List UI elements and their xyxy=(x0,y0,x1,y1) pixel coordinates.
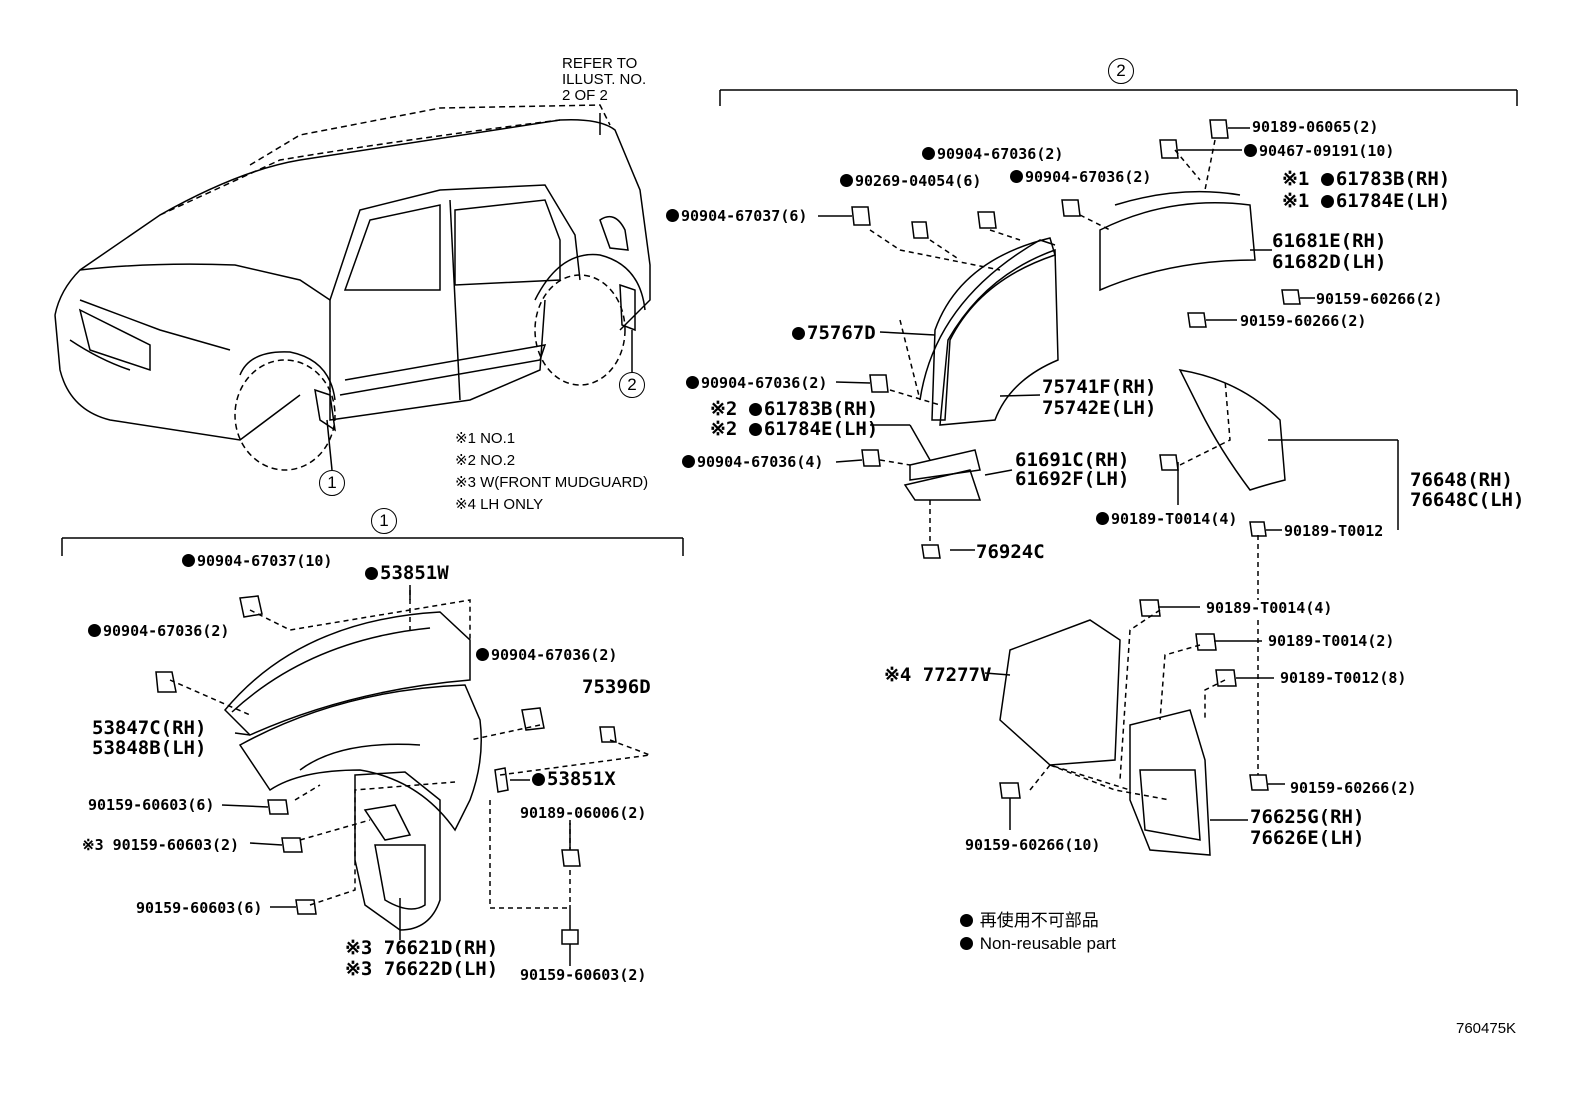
legend-en: Non-reusable part xyxy=(960,935,1116,953)
part-label[interactable]: 75767D xyxy=(792,322,876,344)
non-reusable-dot-icon xyxy=(682,455,695,468)
part-label[interactable]: 90904-67036(2) xyxy=(88,622,229,640)
non-reusable-dot-icon xyxy=(1244,144,1257,157)
non-reusable-dot-icon xyxy=(748,423,762,436)
part-label[interactable]: 90904-67037(6) xyxy=(666,207,807,225)
legend-ja: 再使用不可部品 xyxy=(960,912,1099,930)
callout-2-vehicle: 2 xyxy=(619,372,645,398)
part-label[interactable]: 75741F(RH) xyxy=(1042,376,1157,398)
part-label[interactable]: 76626E(LH) xyxy=(1250,827,1365,849)
non-reusable-dot-icon xyxy=(686,376,699,389)
part-label[interactable]: 61691C(RH) xyxy=(1015,449,1130,471)
part-label[interactable]: 76625G(RH) xyxy=(1250,806,1365,828)
part-label[interactable]: 75742E(LH) xyxy=(1042,397,1157,419)
non-reusable-dot-icon xyxy=(666,209,679,222)
part-label[interactable]: 90904-67036(2) xyxy=(476,646,617,664)
part-label[interactable]: 90904-67036(2) xyxy=(686,374,827,392)
callout-2-top: 2 xyxy=(1108,58,1134,84)
part-label[interactable]: 61682D(LH) xyxy=(1272,251,1387,273)
part-label[interactable]: ※2 61784E(LH) xyxy=(710,418,879,440)
callout-1-group: 1 xyxy=(371,508,397,534)
group1-fender-flare xyxy=(223,611,509,931)
part-label[interactable]: 90189-T0014(2) xyxy=(1268,632,1395,650)
part-label[interactable]: 90159-60603(6) xyxy=(136,899,263,917)
part-label[interactable]: 53851X xyxy=(532,768,616,790)
part-label[interactable]: 90189-06065(2) xyxy=(1252,118,1379,136)
group-bracket-1 xyxy=(61,537,684,556)
group2-wheel-arch-moulding xyxy=(903,190,1286,856)
vehicle-illustration xyxy=(54,104,651,471)
part-label[interactable]: ※3 90159-60603(2) xyxy=(82,836,240,854)
part-label[interactable]: 90159-60266(10) xyxy=(965,836,1101,854)
part-label[interactable]: 76648C(LH) xyxy=(1410,489,1525,511)
non-reusable-dot-icon xyxy=(365,567,378,580)
footnote-1: ※1 NO.1 xyxy=(455,430,516,447)
part-label[interactable]: 90159-60603(6) xyxy=(88,796,215,814)
non-reusable-dot-icon xyxy=(960,914,973,927)
non-reusable-dot-icon xyxy=(1010,170,1023,183)
group1-label-leaders xyxy=(221,585,571,966)
part-label[interactable]: 90189-06006(2) xyxy=(520,804,647,822)
non-reusable-dot-icon xyxy=(182,554,195,567)
part-label[interactable]: 90189-T0012(8) xyxy=(1280,669,1407,687)
part-label[interactable]: 90467-09191(10) xyxy=(1244,142,1394,160)
non-reusable-dot-icon xyxy=(1320,195,1334,208)
image-code: 760475K xyxy=(1456,1020,1517,1037)
part-label[interactable]: ※1 61784E(LH) xyxy=(1282,190,1451,212)
part-label[interactable]: 61692F(LH) xyxy=(1015,468,1130,490)
group2-label-leaders xyxy=(818,127,1399,830)
part-label[interactable]: 75396D xyxy=(582,676,651,698)
part-label[interactable]: ※3 76622D(LH) xyxy=(345,958,499,980)
part-label[interactable]: 90189-T0014(4) xyxy=(1206,599,1333,617)
part-label[interactable]: 53851W xyxy=(365,562,449,584)
part-label[interactable]: ※3 76621D(RH) xyxy=(345,937,499,959)
non-reusable-dot-icon xyxy=(532,773,545,786)
part-label[interactable]: 90159-60266(2) xyxy=(1290,779,1417,797)
group1-fasteners xyxy=(155,595,617,945)
part-label[interactable]: ※1 61783B(RH) xyxy=(1282,168,1451,190)
footnote-2: ※2 NO.2 xyxy=(455,452,516,469)
non-reusable-dot-icon xyxy=(960,937,973,950)
non-reusable-dot-icon xyxy=(748,403,762,416)
part-label[interactable]: 90159-60266(2) xyxy=(1240,312,1367,330)
non-reusable-dot-icon xyxy=(88,624,101,637)
non-reusable-dot-icon xyxy=(792,327,805,340)
non-reusable-dot-icon xyxy=(1096,512,1109,525)
part-label[interactable]: 90904-67036(2) xyxy=(1010,168,1151,186)
footnote-4: ※4 LH ONLY xyxy=(455,496,544,513)
footnote-3: ※3 W(FRONT MUDGUARD) xyxy=(455,474,649,491)
non-reusable-dot-icon xyxy=(840,174,853,187)
non-reusable-dot-icon xyxy=(476,648,489,661)
part-label[interactable]: 90904-67036(4) xyxy=(682,453,823,471)
part-label[interactable]: 90189-T0012 xyxy=(1284,522,1384,540)
part-label[interactable]: 61681E(RH) xyxy=(1272,230,1387,252)
part-label[interactable]: 76648(RH) xyxy=(1410,469,1513,491)
group-bracket-2 xyxy=(719,89,1518,106)
non-reusable-dot-icon xyxy=(1320,173,1334,186)
part-label[interactable]: 90189-T0014(4) xyxy=(1096,510,1237,528)
part-label[interactable]: 90904-67037(10) xyxy=(182,552,332,570)
part-label[interactable]: 90159-60603(2) xyxy=(520,966,647,984)
part-label[interactable]: 90159-60266(2) xyxy=(1316,290,1443,308)
non-reusable-dot-icon xyxy=(922,147,935,160)
part-label[interactable]: 90904-67036(2) xyxy=(922,145,1063,163)
part-label[interactable]: 90269-04054(6) xyxy=(840,172,981,190)
part-label[interactable]: 53848B(LH) xyxy=(92,737,207,759)
refer-to-note: REFER TO ILLUST. NO. 2 OF 2 xyxy=(562,55,647,104)
callout-1-vehicle: 1 xyxy=(319,470,345,496)
part-label[interactable]: ※2 61783B(RH) xyxy=(710,398,879,420)
part-label[interactable]: 76924C xyxy=(976,541,1045,563)
part-label[interactable]: 53847C(RH) xyxy=(92,717,207,739)
part-label[interactable]: ※4 77277V xyxy=(884,664,992,686)
